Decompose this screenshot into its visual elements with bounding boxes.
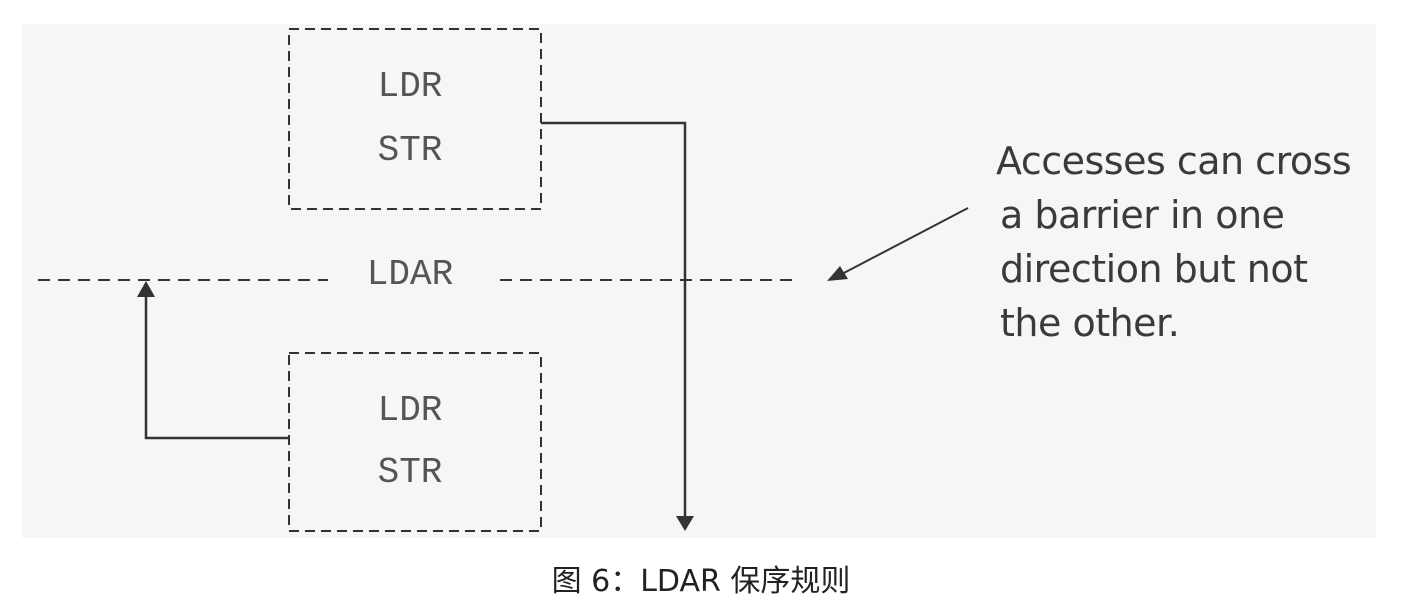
lower-box-ldr-label: LDR	[378, 390, 443, 431]
explanatory-note: Accesses can cross a barrier in one dire…	[996, 134, 1396, 350]
upward-arrowhead	[137, 281, 155, 297]
upward-blocked-arrow	[144, 292, 289, 440]
note-line-1: Accesses can cross	[996, 139, 1352, 183]
figure-caption: 图 6：LDAR 保序规则	[551, 564, 851, 599]
note-line-3: direction but not	[1000, 247, 1308, 291]
lower-box-str-label: STR	[378, 452, 443, 493]
barrier-ldar-label: LDAR	[367, 254, 453, 295]
lower-instruction-box	[288, 352, 542, 532]
note-pointer-arrow	[839, 207, 969, 276]
note-line-4: the other.	[1000, 301, 1180, 345]
note-line-2: a barrier in one	[1000, 193, 1285, 237]
downward-crossing-arrow	[541, 121, 687, 522]
upper-instruction-box	[288, 28, 542, 210]
upper-box-ldr-label: LDR	[378, 66, 443, 107]
note-pointer-arrowhead	[827, 266, 848, 281]
downward-arrowhead	[676, 516, 694, 531]
upper-box-str-label: STR	[378, 130, 443, 171]
